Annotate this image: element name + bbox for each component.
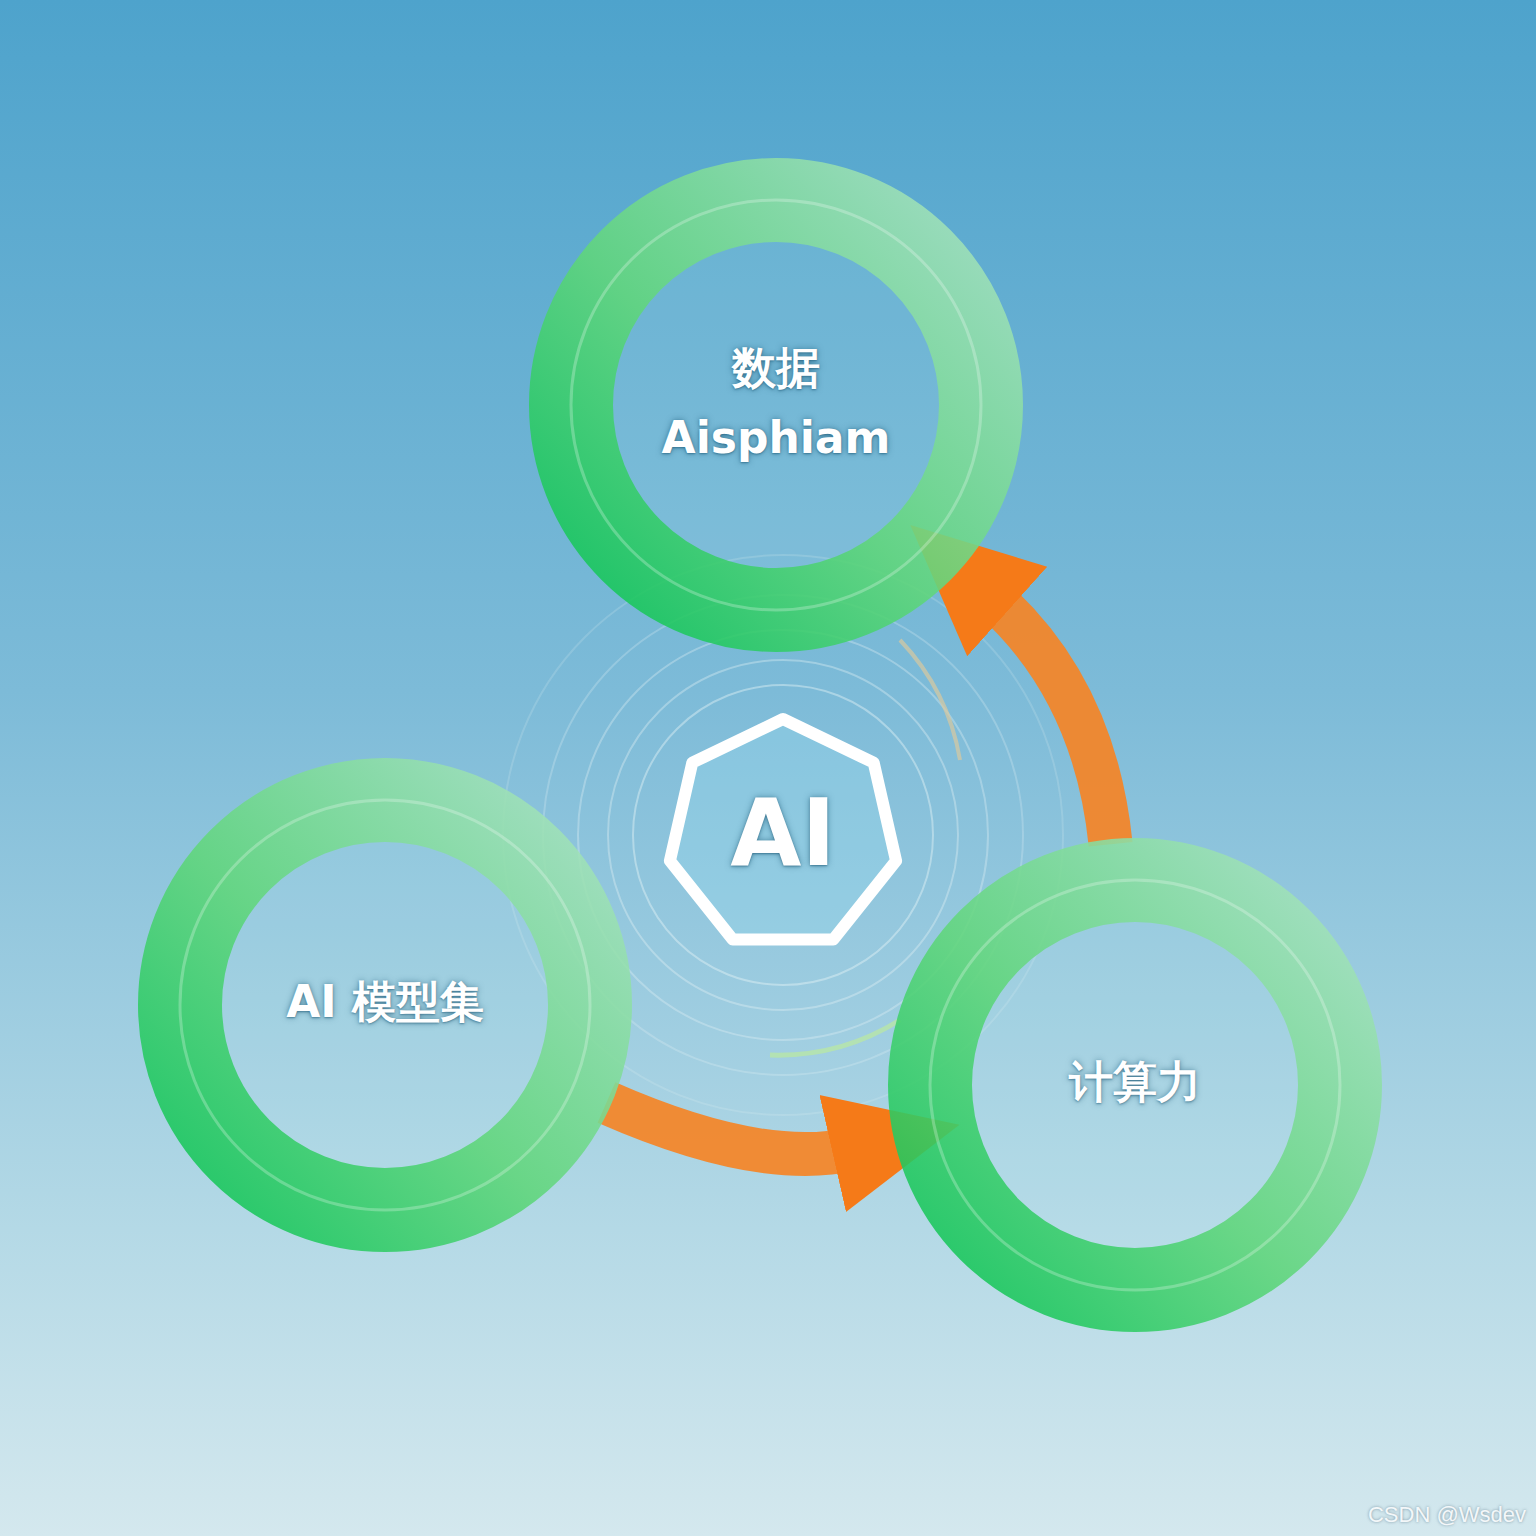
ring-label: 数据 xyxy=(732,343,820,394)
ring-sublabel: Aisphiam xyxy=(662,413,891,464)
ring-label: AI 模型集 xyxy=(286,977,484,1028)
hexagon-label: AI xyxy=(730,781,835,887)
flow-arrow xyxy=(992,598,1110,844)
flow-arrow xyxy=(607,1103,853,1155)
watermark: CSDN @Wsdev xyxy=(1368,1502,1526,1528)
ai-hexagon: AI xyxy=(653,705,913,965)
ring-label: 计算力 xyxy=(1069,1057,1201,1108)
ring-outline xyxy=(526,155,1026,655)
compute-ring: 计算力 xyxy=(885,835,1385,1335)
model-ring: AI 模型集 xyxy=(135,755,635,1255)
data-ring: 数据 Aisphiam xyxy=(526,155,1026,655)
